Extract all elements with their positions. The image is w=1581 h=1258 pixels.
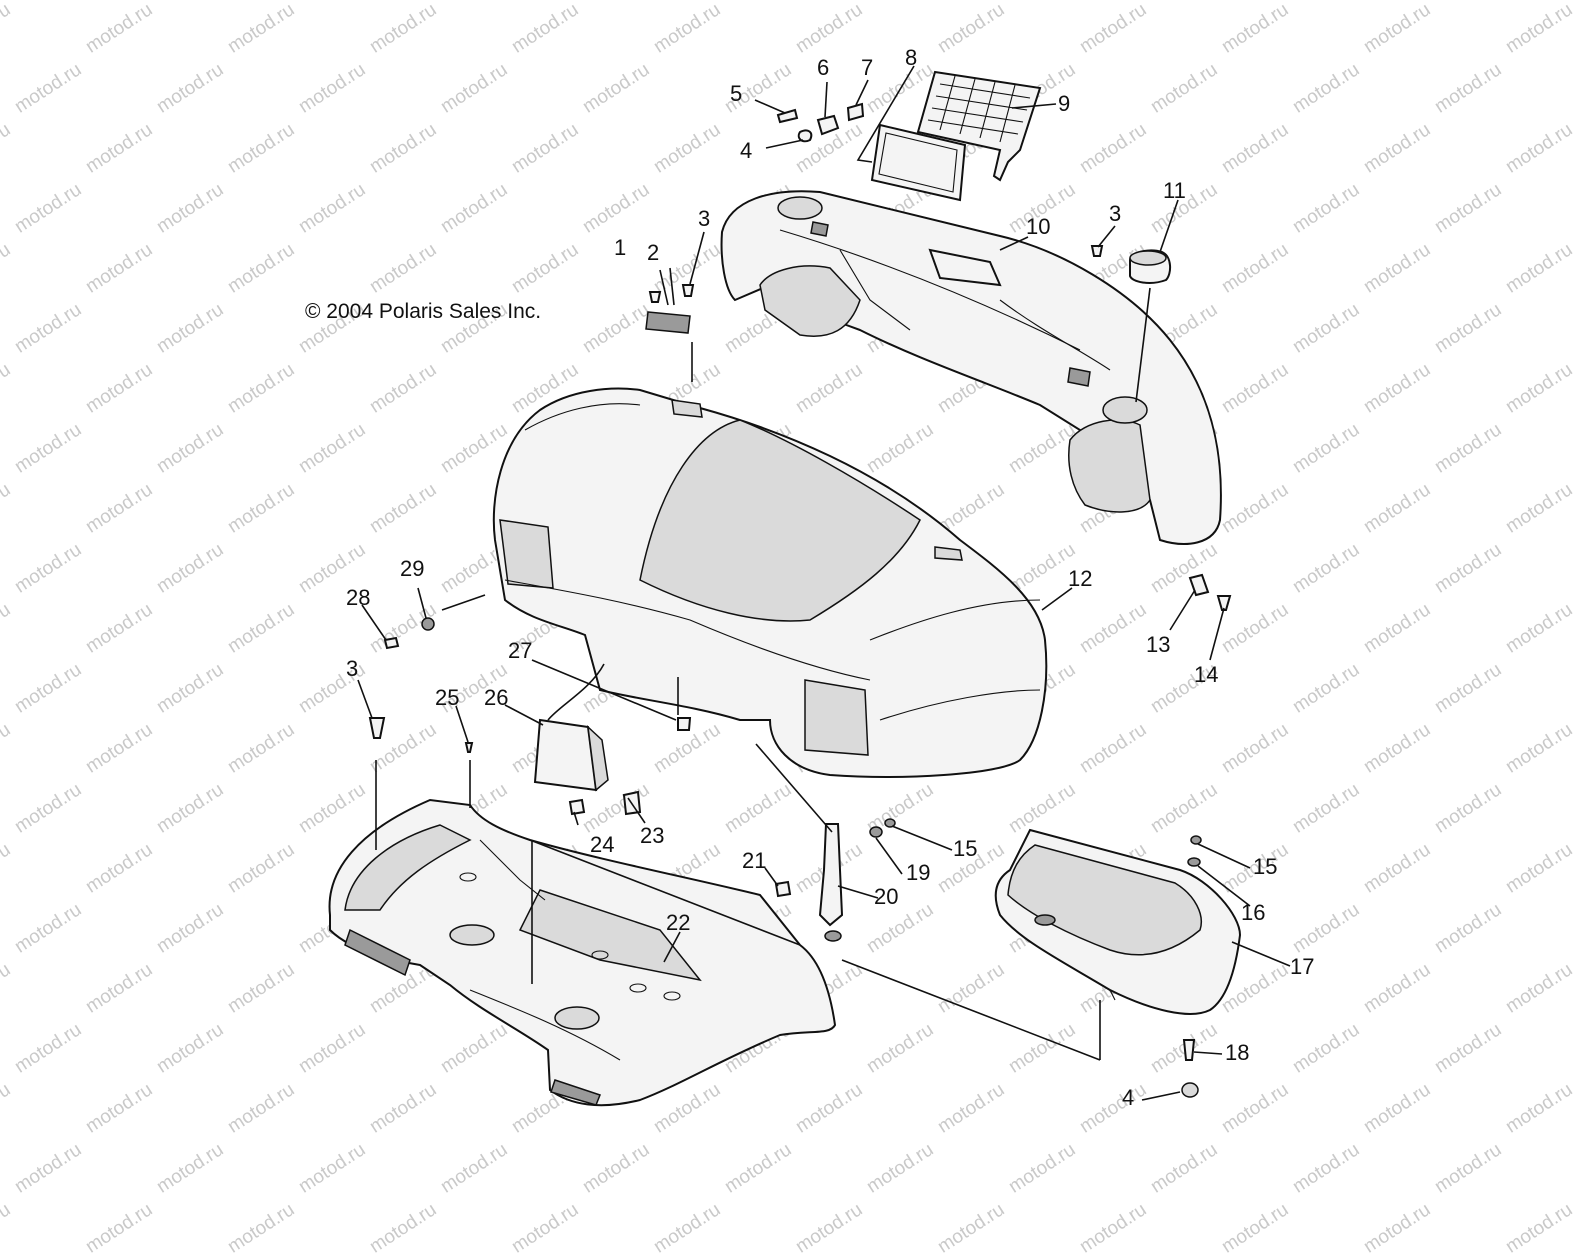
callout-14: 14 — [1194, 662, 1219, 687]
callout-19: 19 — [906, 860, 931, 885]
rear-fender-support — [720, 190, 1222, 545]
callout-6: 6 — [817, 55, 830, 80]
fuel-cap — [1129, 249, 1172, 284]
watermark-text: motod.ru — [1076, 1199, 1151, 1258]
callout-10: 10 — [1026, 214, 1051, 239]
callout-3c: 3 — [346, 656, 359, 681]
callout-15b: 15 — [1253, 854, 1278, 879]
callout-7: 7 — [861, 55, 874, 80]
callout-2: 2 — [647, 240, 660, 265]
callout-17: 17 — [1290, 954, 1315, 979]
callout-5: 5 — [730, 81, 743, 106]
callout-28: 28 — [346, 585, 371, 610]
callout-18: 18 — [1225, 1040, 1250, 1065]
watermark-text: motod.ru — [508, 1199, 583, 1258]
callout-1: 1 — [614, 235, 627, 260]
callout-9: 9 — [1058, 91, 1071, 116]
storage-box — [994, 828, 1242, 1015]
watermark-text: motod.ru — [82, 1199, 157, 1258]
callout-11: 11 — [1163, 178, 1186, 203]
callout-15: 15 — [953, 836, 978, 861]
callout-12: 12 — [1068, 566, 1093, 591]
callout-20: 20 — [874, 884, 899, 909]
callout-4: 4 — [740, 138, 753, 163]
callout-26: 26 — [484, 685, 509, 710]
grille — [916, 70, 1042, 182]
callout-3: 3 — [698, 206, 711, 231]
callout-25: 25 — [435, 685, 460, 710]
callout-13: 13 — [1146, 632, 1171, 657]
callout-16: 16 — [1241, 900, 1266, 925]
callout-23: 23 — [640, 823, 665, 848]
watermark-text: motod.ru — [934, 1199, 1009, 1258]
latch-strap — [818, 823, 844, 942]
lower-fender — [328, 798, 837, 1107]
watermark-text: motod.ru — [0, 1199, 15, 1258]
callout-22: 22 — [666, 910, 691, 935]
exploded-view-drawing — [328, 65, 1291, 1107]
watermark-text: motod.ru — [1360, 1199, 1435, 1258]
callout-27: 27 — [508, 638, 533, 663]
watermark-text: motod.ru — [792, 1199, 867, 1258]
callout-8: 8 — [905, 45, 918, 70]
callout-3b: 3 — [1109, 201, 1122, 226]
watermark-text: motod.ru — [650, 1199, 725, 1258]
grille-gasket — [870, 123, 967, 202]
tail-light — [533, 718, 609, 792]
leader-lines — [357, 65, 1291, 1101]
front-cab — [492, 387, 1048, 778]
watermark-text: motod.ru — [1502, 1199, 1577, 1258]
watermark-text: motod.ru — [1218, 1199, 1293, 1258]
watermark-text: motod.ru — [224, 1199, 299, 1258]
callout-29: 29 — [400, 556, 425, 581]
watermark-text: motod.ru — [366, 1199, 441, 1258]
callout-21: 21 — [742, 848, 767, 873]
callout-24: 24 — [590, 832, 615, 857]
callout-4b: 4 — [1122, 1085, 1135, 1110]
copyright-notice: © 2004 Polaris Sales Inc. — [305, 300, 542, 323]
